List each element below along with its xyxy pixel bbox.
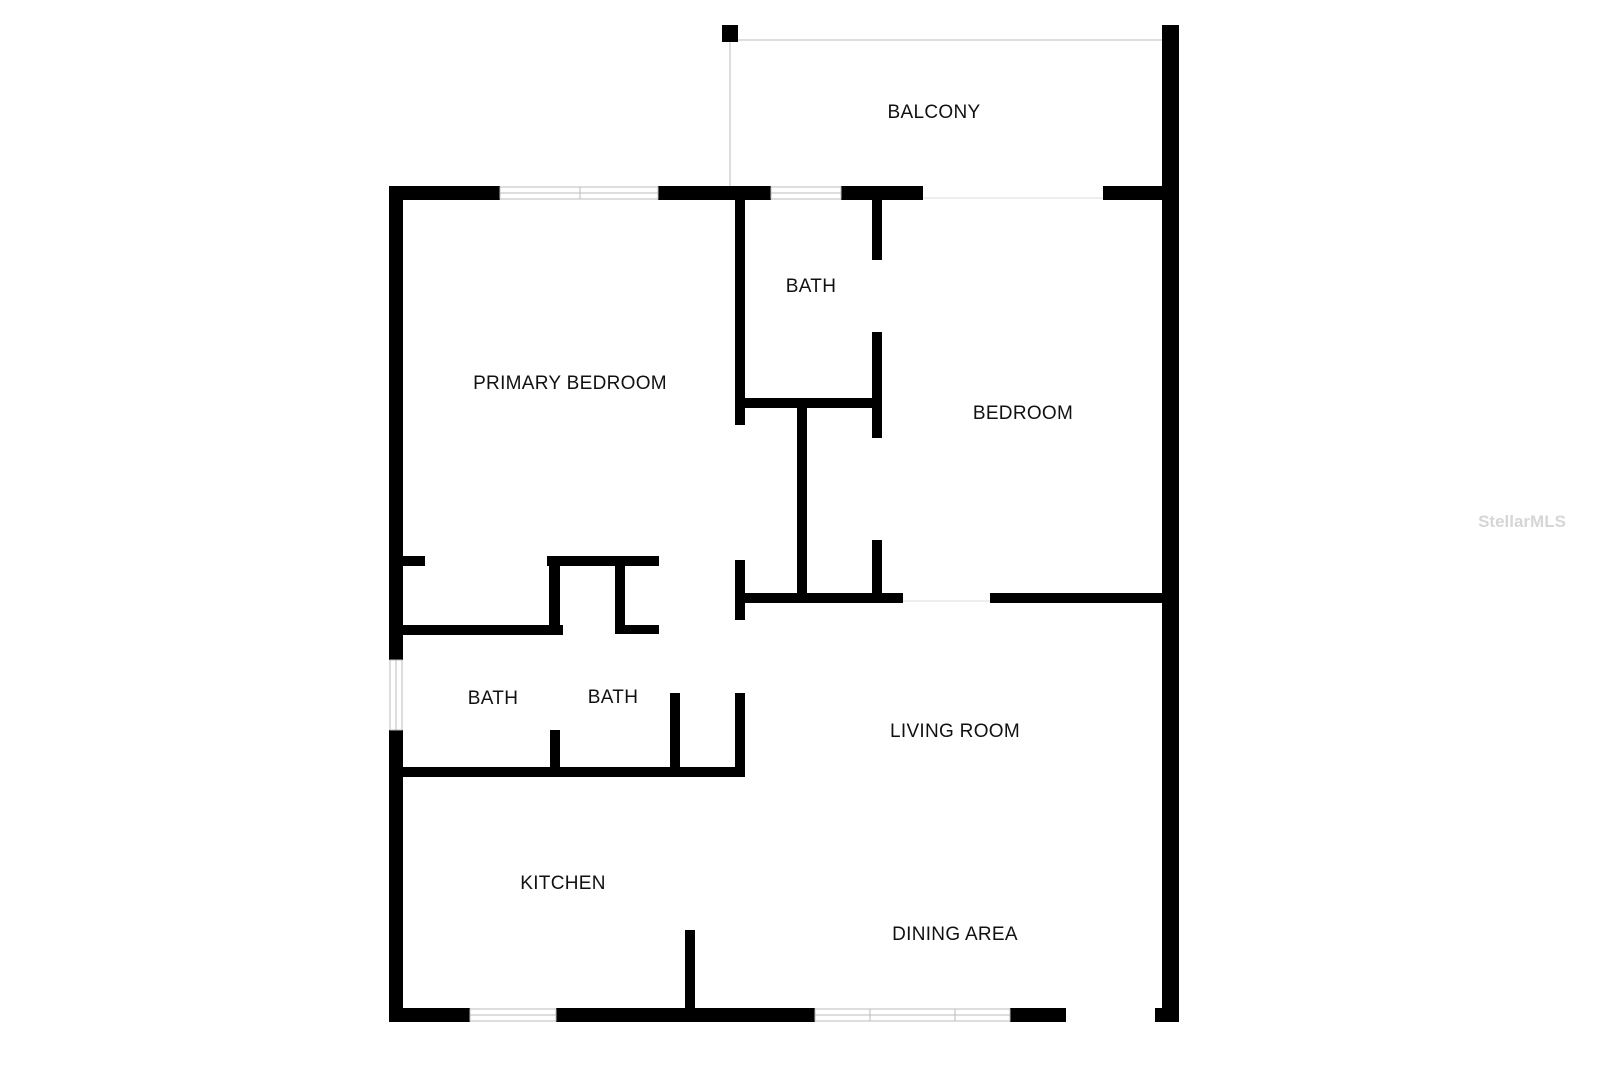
room-label-living-room: LIVING ROOM <box>890 721 1020 742</box>
room-label-balcony: BALCONY <box>887 102 981 123</box>
room-label-dining-area: DINING AREA <box>892 924 1018 945</box>
windows-and-openings <box>389 39 1162 1022</box>
walls <box>389 25 1179 1022</box>
room-label-primary-bedroom: PRIMARY BEDROOM <box>473 373 667 394</box>
watermark-logo: StellarMLS <box>1478 512 1566 531</box>
room-label-bath: BATH <box>467 688 519 709</box>
room-label-bath: BATH <box>785 276 837 297</box>
room-label-bedroom: BEDROOM <box>972 403 1074 424</box>
room-label-bath: BATH <box>587 687 639 708</box>
room-label-kitchen: KITCHEN <box>520 873 606 894</box>
